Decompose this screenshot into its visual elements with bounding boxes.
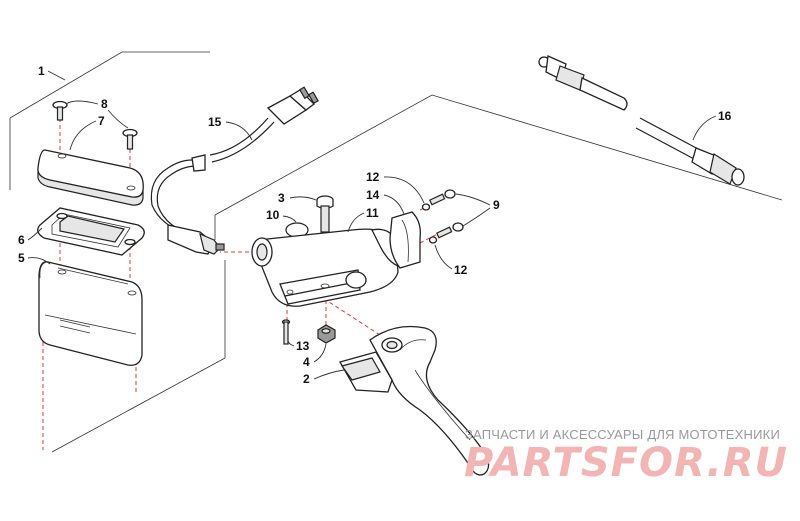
callout-12-lower: 12 xyxy=(434,244,468,277)
callout-label: 4 xyxy=(303,355,310,369)
callout-4: 4 xyxy=(303,343,327,369)
watermark-logo: PARTSFOR.RU xyxy=(464,440,788,486)
callout-label: 14 xyxy=(366,188,380,202)
callout-label: 11 xyxy=(366,206,379,220)
callout-label: 1 xyxy=(38,64,45,78)
lock-washer-upper xyxy=(421,203,431,211)
callout-label: 2 xyxy=(303,372,310,386)
reservoir-body xyxy=(38,261,143,366)
brake-cable xyxy=(538,55,745,186)
callout-15: 15 xyxy=(208,115,253,141)
callout-label: 3 xyxy=(278,191,285,205)
callout-label: 5 xyxy=(18,251,25,265)
pivot-nut xyxy=(317,324,336,344)
callout-8: 8 xyxy=(65,97,129,129)
mounting-bolt xyxy=(316,195,334,233)
assembly-frame-master-cylinder xyxy=(214,94,783,240)
callout-label: 6 xyxy=(18,233,25,247)
master-cylinder-body xyxy=(251,228,399,307)
callout-11: 11 xyxy=(347,206,379,233)
callout-label: 13 xyxy=(296,339,310,353)
clamp-screw-lower xyxy=(436,222,464,239)
assembly-frame-reservoir xyxy=(9,51,226,453)
reservoir-cap xyxy=(37,149,144,206)
callout-16: 16 xyxy=(692,109,732,141)
pivot-bolt xyxy=(281,319,291,345)
brake-light-switch xyxy=(150,86,319,255)
reservoir-cap-screw-left xyxy=(52,100,68,121)
callout-9: 9 xyxy=(455,193,500,227)
clamp-screw-upper xyxy=(429,189,456,206)
callout-label: 8 xyxy=(101,97,108,111)
reservoir-cap-screw-right xyxy=(122,128,138,150)
callout-1: 1 xyxy=(38,64,66,81)
watermark: ЗАПЧАСТИ И АКСЕССУАРЫ ДЛЯ МОТОТЕХНИКИ PA… xyxy=(464,427,788,486)
callout-12-upper: 12 xyxy=(366,170,425,204)
lock-washer-lower xyxy=(428,236,438,244)
callout-label: 12 xyxy=(366,170,380,184)
brake-lever xyxy=(339,325,490,476)
handlebar-clamp xyxy=(389,211,421,269)
callout-5: 5 xyxy=(18,251,51,265)
callout-label: 12 xyxy=(454,263,468,277)
callout-7: 7 xyxy=(69,114,105,151)
callout-10: 10 xyxy=(266,208,297,223)
callout-label: 10 xyxy=(266,208,280,222)
callout-label: 9 xyxy=(493,198,500,212)
callout-label: 7 xyxy=(98,114,105,128)
callout-3: 3 xyxy=(278,191,317,205)
callout-14: 14 xyxy=(366,188,405,215)
callout-6: 6 xyxy=(18,227,43,247)
callout-13: 13 xyxy=(287,339,310,353)
watermark-tagline: ЗАПЧАСТИ И АКСЕССУАРЫ ДЛЯ МОТОТЕХНИКИ xyxy=(465,427,780,442)
reservoir-diaphragm xyxy=(37,207,145,256)
callout-label: 15 xyxy=(208,115,222,129)
callout-label: 16 xyxy=(718,109,732,123)
callout-2: 2 xyxy=(303,369,345,386)
